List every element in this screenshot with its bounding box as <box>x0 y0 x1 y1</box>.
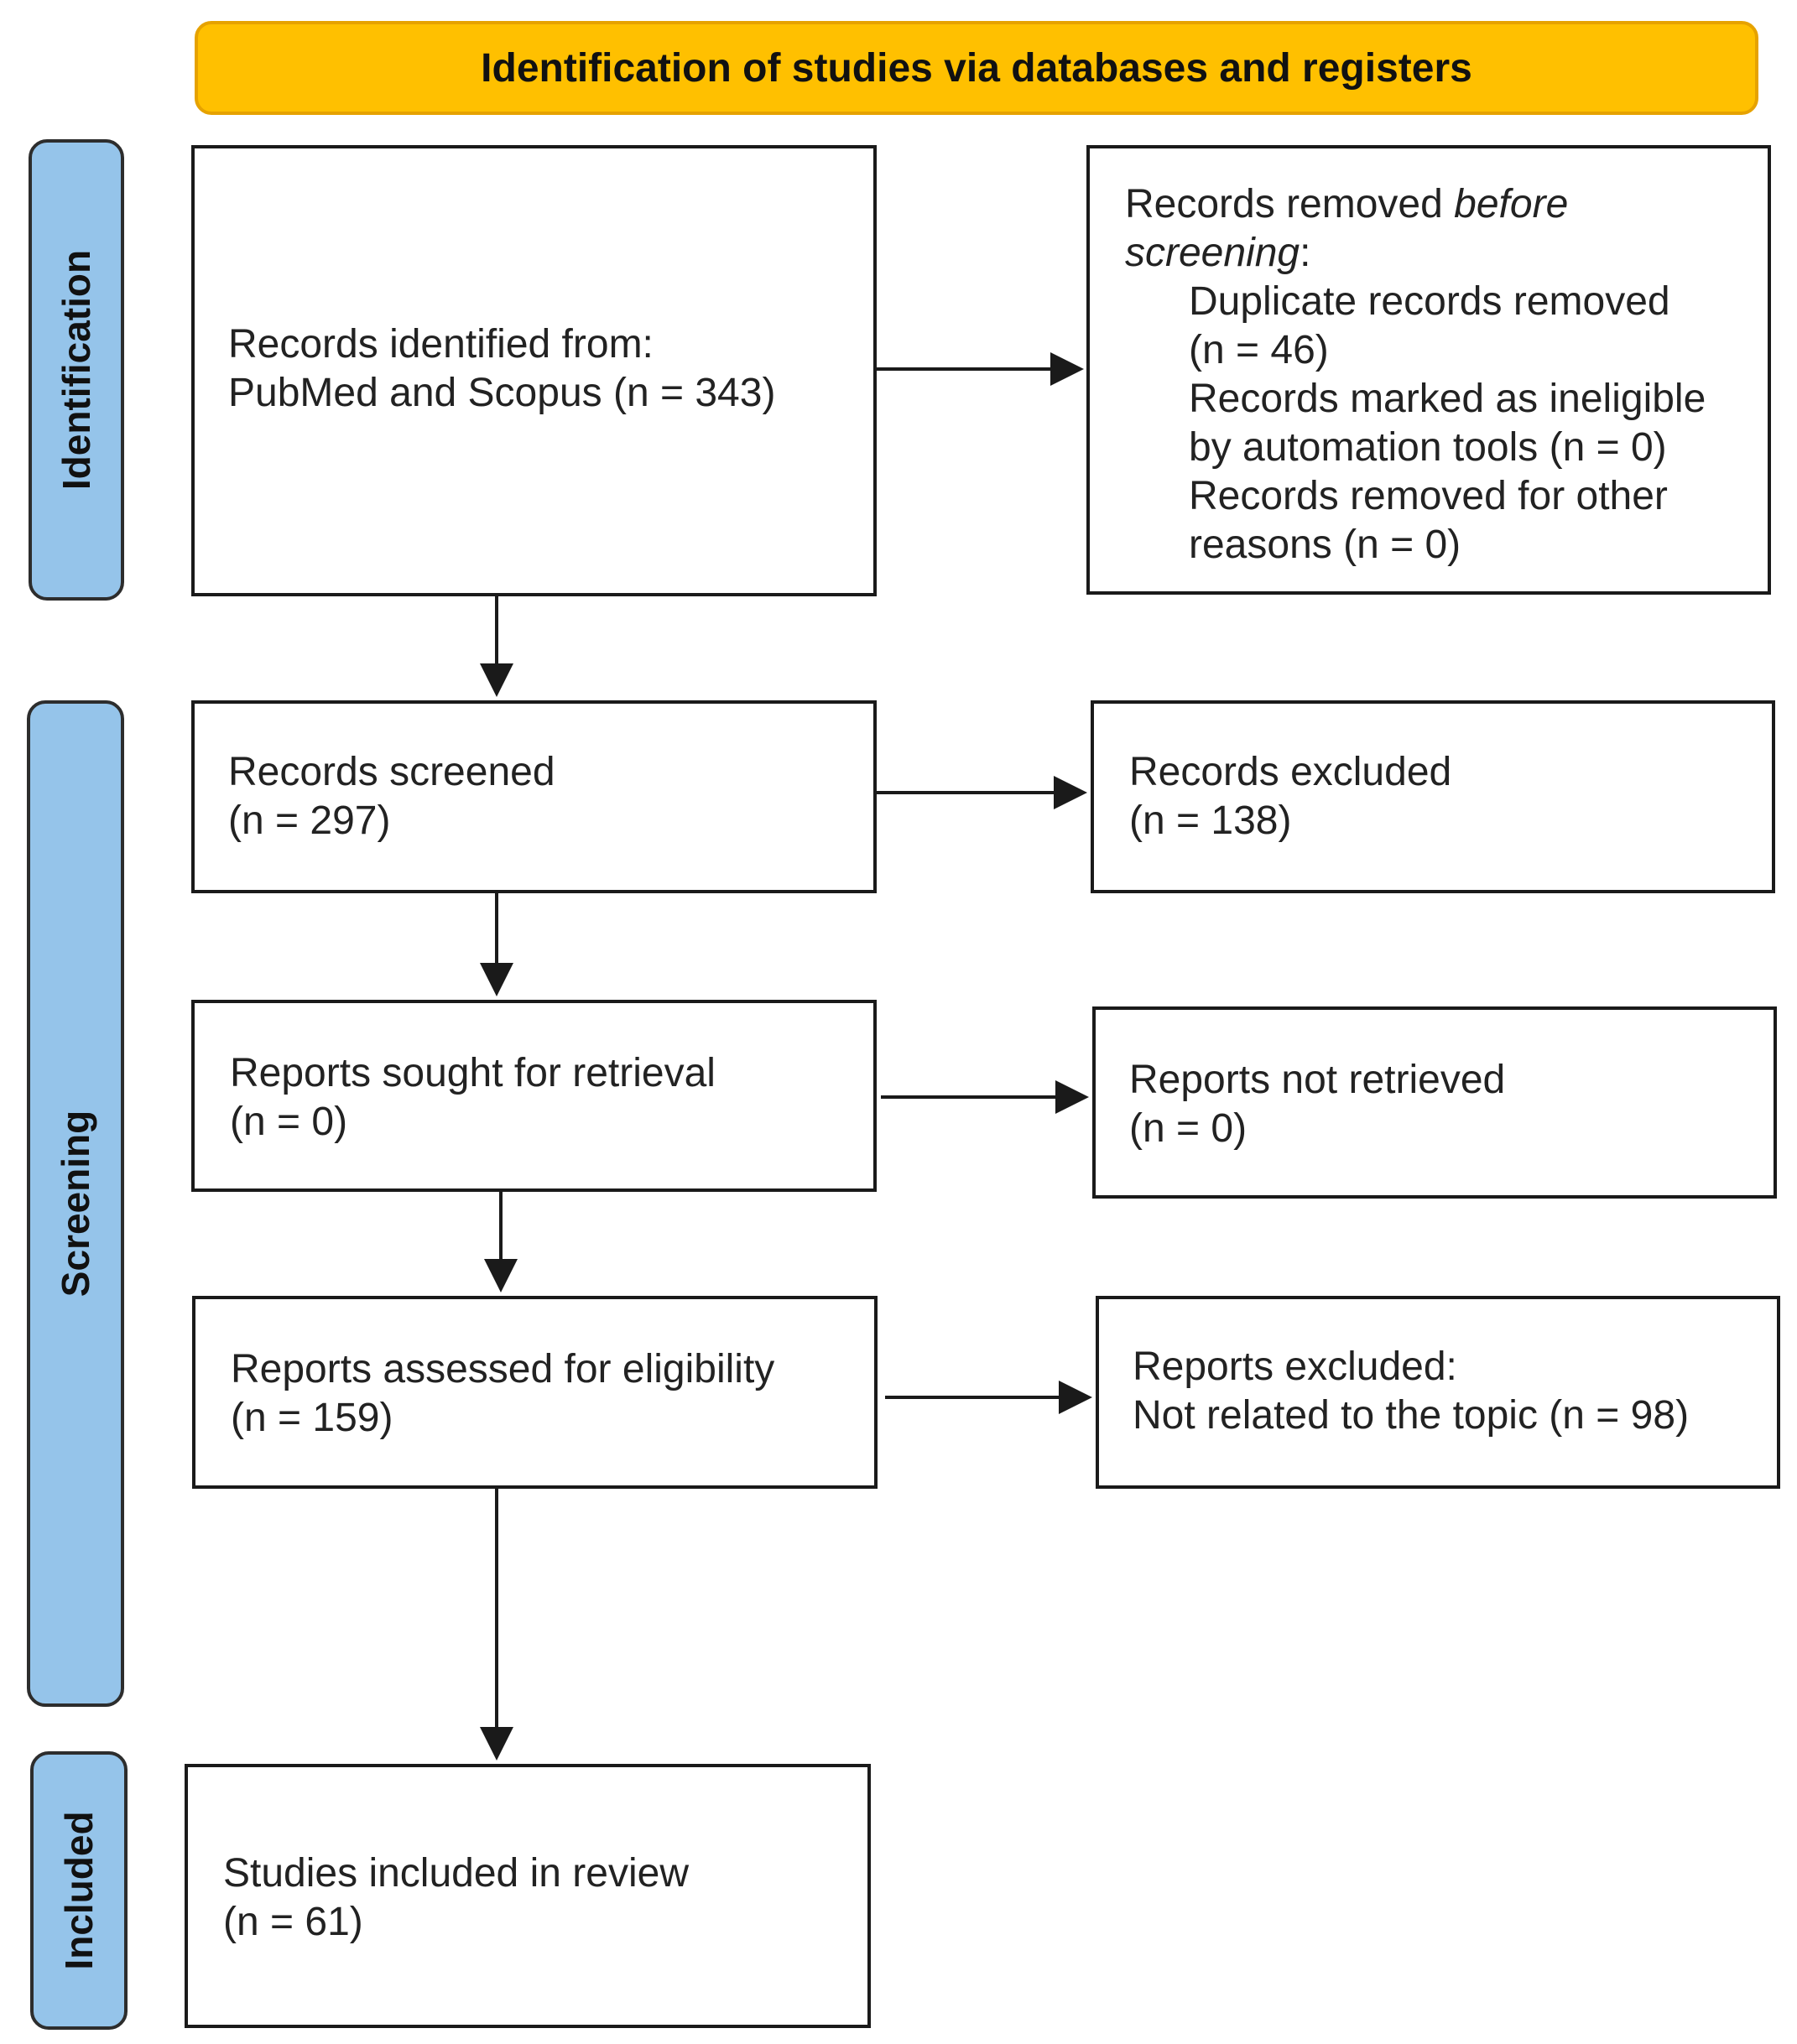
ineligible-records-label: Records marked as ineligible <box>1189 377 1706 421</box>
records-removed-heading: Records removed before <box>1125 180 1768 229</box>
duplicate-records-count: (n = 46) <box>1189 328 1329 372</box>
reports-excluded-reason: Not related to the topic (n = 98) <box>1133 1393 1690 1438</box>
records-identified-box: Records identified from: PubMed and Scop… <box>191 145 877 596</box>
studies-included-box: Studies included in review (n = 61) <box>185 1764 871 2028</box>
reports-sought-count: (n = 0) <box>230 1100 348 1144</box>
header-bar: Identification of studies via databases … <box>195 21 1758 115</box>
other-records-label: Records removed for other <box>1189 474 1668 518</box>
reports-assessed-label: Reports assessed for eligibility <box>231 1347 775 1391</box>
records-removed-box: Records removed before screening: Duplic… <box>1086 145 1771 595</box>
records-removed-heading-2: screening: <box>1125 229 1768 278</box>
records-screened-count: (n = 297) <box>228 798 391 843</box>
ineligible-records-count: by automation tools (n = 0) <box>1189 425 1667 470</box>
reports-excluded-box: Reports excluded: Not related to the top… <box>1096 1296 1780 1489</box>
other-records-count: reasons (n = 0) <box>1189 523 1461 567</box>
reports-sought-box: Reports sought for retrieval (n = 0) <box>191 1000 877 1192</box>
header-title: Identification of studies via databases … <box>481 45 1472 91</box>
reports-excluded-label: Reports excluded: <box>1133 1344 1457 1389</box>
records-screened-label: Records screened <box>228 750 555 794</box>
phase-included: Included <box>30 1751 128 2030</box>
records-removed-prefix: Records removed <box>1125 182 1455 226</box>
reports-not-retrieved-count: (n = 0) <box>1129 1106 1247 1151</box>
records-removed-colon: : <box>1300 231 1311 275</box>
duplicate-records-label: Duplicate records removed <box>1189 279 1670 324</box>
records-excluded-box: Records excluded (n = 138) <box>1091 700 1775 893</box>
reports-assessed-count: (n = 159) <box>231 1396 393 1440</box>
phase-screening: Screening <box>27 700 124 1707</box>
records-identified-label: Records identified from: <box>228 322 654 367</box>
studies-included-label: Studies included in review <box>223 1851 689 1896</box>
records-identified-count: PubMed and Scopus (n = 343) <box>228 371 776 415</box>
records-excluded-label: Records excluded <box>1129 750 1452 794</box>
records-excluded-count: (n = 138) <box>1129 798 1292 843</box>
reports-not-retrieved-label: Reports not retrieved <box>1129 1058 1506 1102</box>
phase-identification: Identification <box>29 139 124 601</box>
reports-sought-label: Reports sought for retrieval <box>230 1051 716 1095</box>
reports-not-retrieved-box: Reports not retrieved (n = 0) <box>1092 1006 1777 1199</box>
records-removed-italic-screening: screening <box>1125 231 1300 275</box>
studies-included-count: (n = 61) <box>223 1900 363 1944</box>
reports-assessed-box: Reports assessed for eligibility (n = 15… <box>192 1296 878 1489</box>
records-removed-italic-before: before <box>1454 182 1569 226</box>
records-screened-box: Records screened (n = 297) <box>191 700 877 893</box>
